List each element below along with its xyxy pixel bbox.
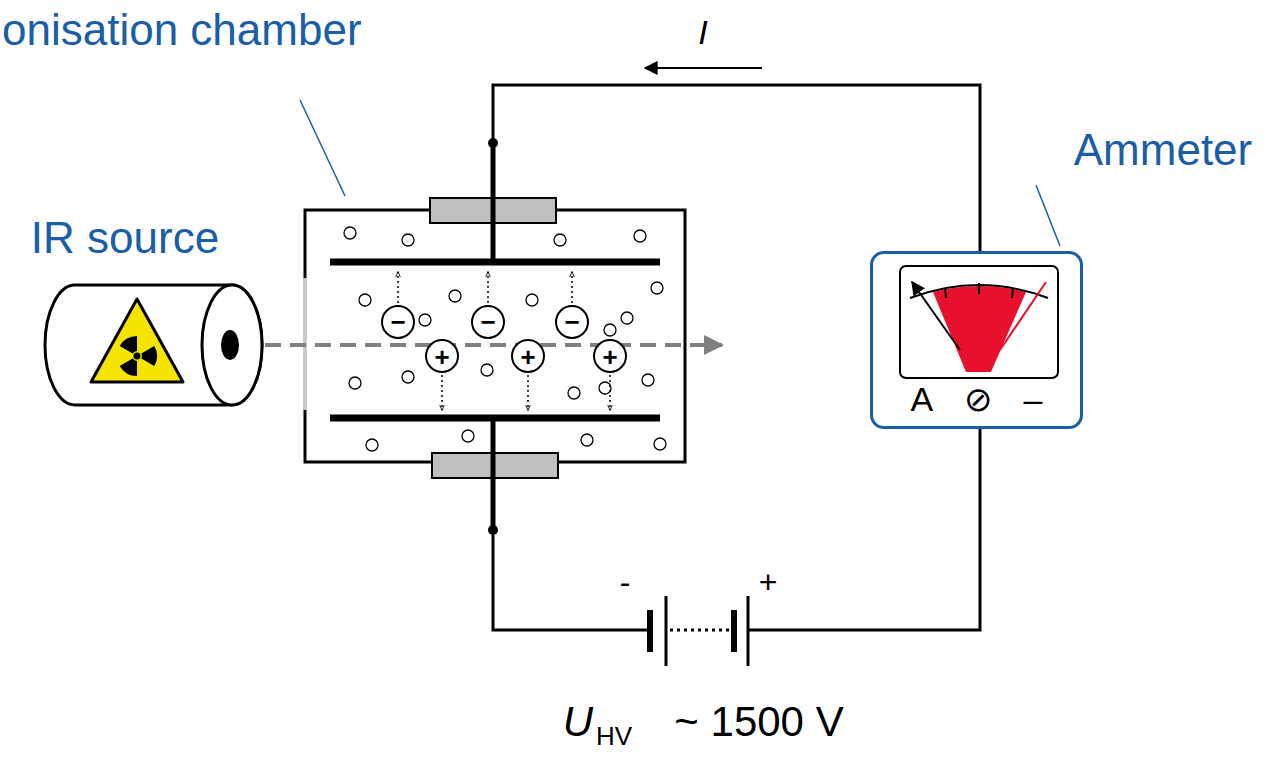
junction-dot (488, 525, 498, 535)
callout-label: onisation chamber (2, 8, 362, 52)
electrode (330, 143, 660, 530)
current-arrow (645, 67, 762, 69)
voltage-value: ~ 1500 V (674, 701, 843, 743)
callout-label: IR source (31, 216, 219, 260)
ammeter-box: A ⊘– (870, 251, 1083, 429)
meter-marking: A (910, 382, 933, 416)
radiation-source (45, 285, 262, 405)
leader-line (300, 100, 345, 196)
meter-marking: – (1024, 382, 1043, 416)
ion-sign: − (480, 309, 495, 335)
ion-sign: + (520, 344, 535, 370)
leader-line (1036, 185, 1060, 246)
callout-label: Ammeter (1074, 128, 1252, 172)
ions (382, 272, 626, 410)
voltage-symbol: U (563, 701, 593, 743)
ion-sign: − (564, 309, 579, 335)
voltage-subscript: HV (596, 723, 632, 749)
radiation-beam (240, 343, 722, 347)
current-symbol: I (698, 15, 707, 49)
junction-dot (488, 138, 498, 148)
battery-symbol (650, 596, 748, 666)
meter-marking: ⊘ (964, 382, 993, 416)
ammeter-face (900, 266, 1058, 378)
ion-sign: − (390, 309, 405, 335)
ion-sign: + (602, 344, 617, 370)
ion-sign: + (434, 344, 449, 370)
gas-molecules (344, 227, 666, 451)
polarity-sign: - (620, 566, 631, 598)
polarity-sign: + (759, 566, 778, 598)
